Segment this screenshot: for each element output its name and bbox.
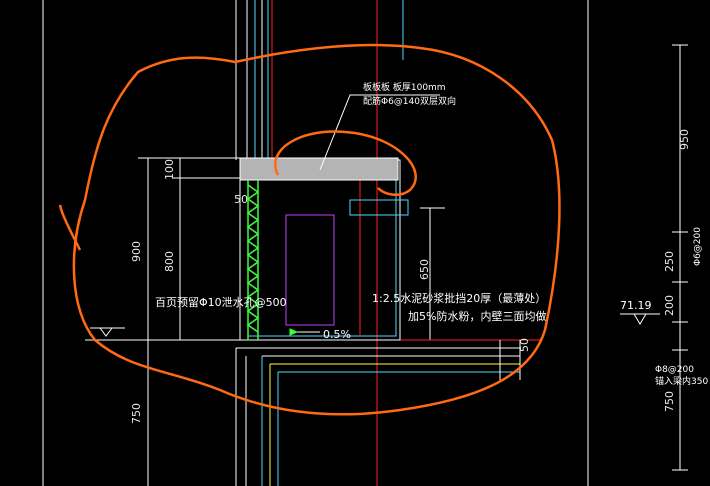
dim-950: 950 (678, 129, 691, 150)
dim-900: 900 (130, 241, 143, 262)
right-rebar-3: 锚入梁内350 (655, 375, 708, 387)
elevation-label: 71.19 (620, 299, 652, 312)
dim-750-left: 750 (130, 403, 143, 424)
vertical-guide-lines (42, 0, 589, 486)
mortar-note-2: 加5%防水粉，内壁三面均做 (408, 309, 546, 323)
dim-50-right: 50 (518, 338, 531, 352)
top-note-2: 配筋Φ6@140双层双向 (363, 95, 456, 107)
dim-800: 800 (163, 251, 176, 272)
hole-note: 百页预留Φ10泄水孔@500 (155, 296, 287, 309)
dim-250: 250 (663, 251, 676, 272)
markup-tail (58, 204, 82, 251)
top-note-1: 板板板 板厚100mm (363, 81, 446, 93)
dim-650: 650 (418, 259, 431, 280)
cover-slab (239, 157, 399, 181)
right-dimension-lines (620, 44, 688, 471)
slope-label: 0.5% (323, 328, 351, 341)
markup-hook (274, 130, 417, 196)
left-dimension-lines (90, 157, 445, 486)
right-rebar-2: Φ8@200 (655, 365, 694, 375)
right-rebar-1: Φ6@200 (693, 227, 703, 266)
dim-750-right: 750 (663, 391, 676, 412)
dim-50-left: 50 (234, 193, 248, 206)
mortar-note-1: 1:2.5水泥砂浆批挡20厚（最薄处） (372, 291, 546, 305)
markup-circle (72, 43, 561, 416)
dim-100: 100 (163, 159, 176, 180)
wall-rebar-hatch (246, 180, 260, 340)
top-note-leader (319, 94, 440, 171)
dim-200: 200 (663, 295, 676, 316)
planter-box (239, 159, 409, 341)
